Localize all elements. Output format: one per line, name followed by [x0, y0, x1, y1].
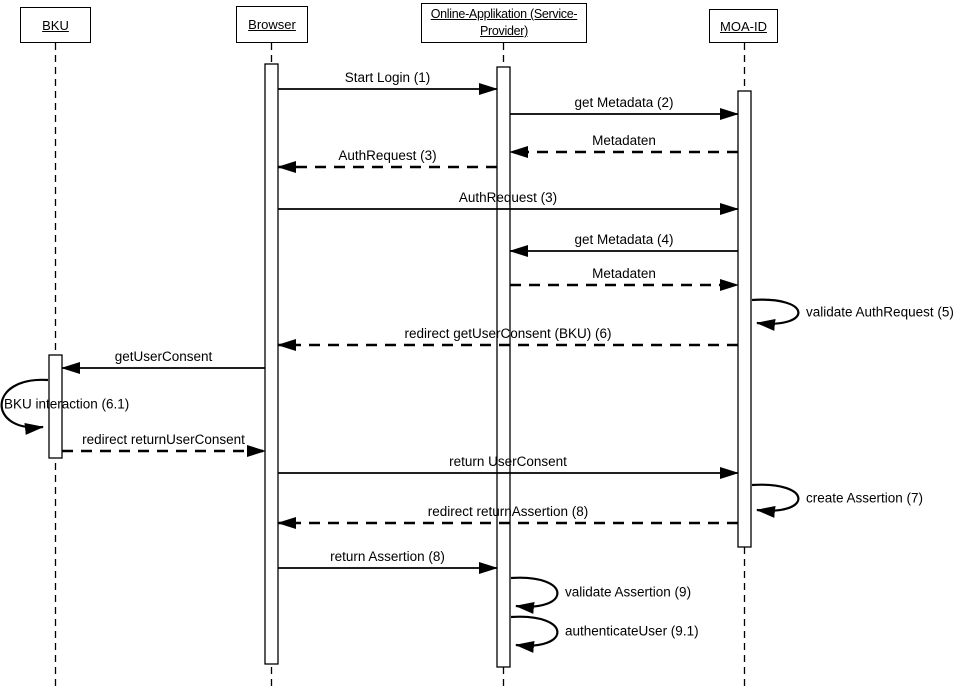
actor-box-browser: Browser	[236, 6, 308, 43]
message-label-metadaten: Metadaten	[592, 133, 656, 148]
message-label-redirect-returnuserconsent: redirect returnUserConsent	[82, 432, 245, 447]
activation-bar-moa-id	[737, 90, 752, 548]
self-message-arrow-validate-authrequest-5	[751, 298, 800, 331]
actor-label-bku: BKU	[42, 17, 69, 33]
activation-bar-bku	[48, 354, 63, 459]
activation-bar-online-applikation-service-provider	[496, 66, 511, 668]
actor-label-moa-id: MOA-ID	[720, 18, 767, 34]
actor-label-browser: Browser	[248, 17, 296, 32]
message-label-get-metadata-4: get Metadata (4)	[574, 232, 674, 247]
message-label-getuserconsent: getUserConsent	[114, 349, 213, 364]
self-message-arrow-validate-assertion-9	[510, 576, 559, 614]
message-label-return-assertion-8: return Assertion (8)	[330, 549, 445, 564]
self-message-arrow-authenticateuser-9-1	[510, 615, 559, 653]
message-label-return-userconsent: return UserConsent	[449, 454, 567, 469]
self-message-label-create-assertion-7: create Assertion (7)	[806, 490, 924, 505]
message-label-authrequest-3: AuthRequest (3)	[458, 190, 558, 205]
actor-box-bku: BKU	[20, 7, 91, 43]
message-label-get-metadata-2: get Metadata (2)	[574, 95, 674, 110]
message-label-redirect-returnassertion-8: redirect returnAssertion (8)	[427, 504, 589, 519]
actor-box-moa-id: MOA-ID	[709, 9, 778, 43]
message-label-authrequest-3: AuthRequest (3)	[338, 148, 437, 163]
self-message-arrow-create-assertion-7	[751, 483, 800, 518]
self-message-label-bku-interaction-6-1: BKU interaction (6.1)	[4, 396, 130, 411]
actor-label-online-applikation: Online-Applikation (Service-Provider)	[430, 7, 578, 38]
activation-bar-browser	[264, 63, 279, 665]
message-label-redirect-getuserconsent-bku-6: redirect getUserConsent (BKU) (6)	[404, 326, 612, 341]
self-message-label-authenticateuser-9-1: authenticateUser (9.1)	[565, 623, 699, 639]
message-label-start-login-1: Start Login (1)	[344, 70, 431, 85]
actor-box-online-applikation: Online-Applikation (Service-Provider)	[421, 3, 587, 43]
self-message-label-validate-assertion-9: validate Assertion (9)	[565, 584, 692, 600]
self-message-label-validate-authrequest-5: validate AuthRequest (5)	[806, 304, 954, 319]
self-message-arrow-bku-interaction-6-1	[0, 378, 49, 435]
message-label-metadaten: Metadaten	[592, 266, 656, 281]
